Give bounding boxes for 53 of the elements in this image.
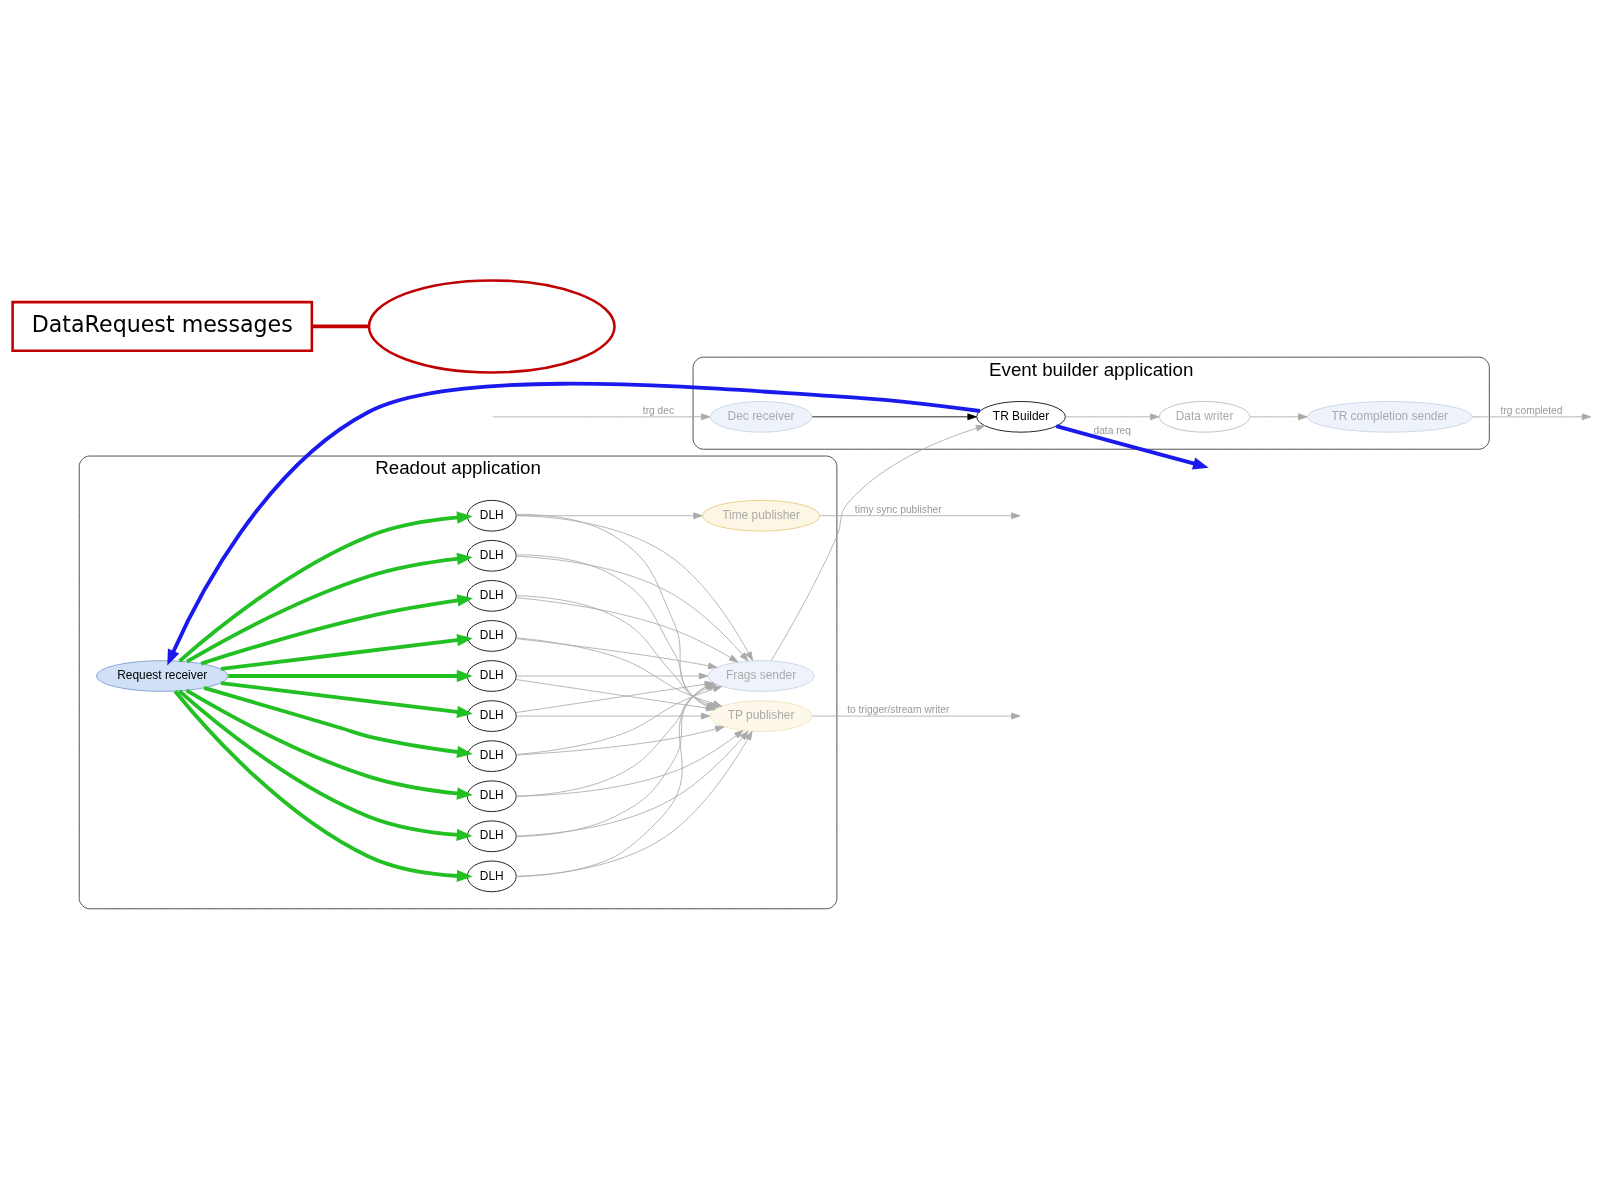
arrow [177,689,473,841]
node-ellipse: TR completion sender [1306,401,1473,433]
arrow [515,597,739,663]
node-ellipse: DLH [466,780,517,812]
node-ellipse: Time publisher [702,499,821,532]
arrow [1471,413,1592,421]
arrow [515,725,725,756]
node-ellipse: Dec receiver [709,401,813,433]
arrow [1065,413,1160,421]
edge-label: timy sync publisher [854,503,942,515]
arrow [515,730,744,797]
edge-label: to trigger/stream writer [847,704,950,716]
node-ellipse: DLH [466,820,517,853]
node-ellipse: DLH [466,499,517,532]
arrow [819,512,1021,520]
arrow [515,555,749,662]
node-ellipse: Data writer [1158,401,1251,433]
arrow [515,672,709,680]
arrow [178,511,473,663]
arrow [200,594,473,666]
arrow [515,730,753,877]
arrow [220,681,473,719]
arrow [185,688,473,800]
connector [311,324,369,329]
arrow [167,381,981,666]
node-ellipse: Request receiver [96,660,229,692]
arrow [515,638,718,670]
arrow [770,424,986,662]
arrow [515,515,754,661]
arrow [811,413,977,421]
edge-label: data req [1093,424,1131,436]
arrow [1249,413,1308,421]
node-box: DataRequest messages [11,300,314,353]
arrow [185,552,473,664]
node-ellipse: DLH [466,700,517,732]
node-ellipse: DLH [466,580,517,612]
arrow [203,686,473,759]
arrow [492,413,711,421]
arrow [173,690,473,883]
node-ellipse: DLH [466,620,517,652]
node-ellipse: DLH [466,860,517,893]
arrow [228,669,473,683]
arrow [220,633,473,671]
node-ellipse: DLH [466,740,517,772]
node-ellipse [367,279,616,374]
arrow [811,712,1021,720]
arrow [1055,424,1209,470]
edge-label: trg completed [1500,404,1563,416]
arrow [515,712,711,720]
edge-label: trg dec [642,404,675,416]
node-ellipse: DLH [466,540,517,572]
node-ellipse: DLH [466,660,517,692]
arrow [515,730,749,837]
